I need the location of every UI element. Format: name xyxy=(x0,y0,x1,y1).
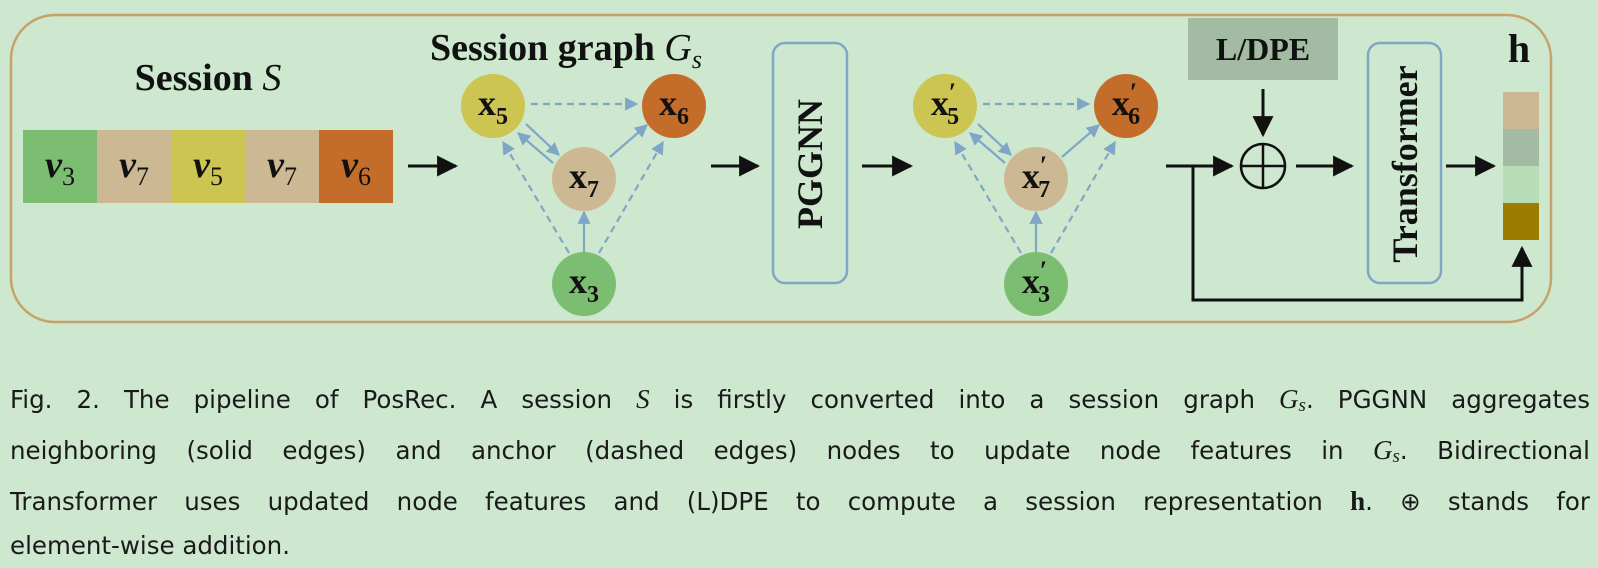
updated-session-graph: x′5 x′6 x′7 x′3 xyxy=(913,74,1158,316)
output-cell-3 xyxy=(1503,166,1539,203)
session-item-5: v6 xyxy=(341,144,371,191)
solid-edge xyxy=(516,132,554,164)
dashed-edge xyxy=(598,140,664,254)
session-cell-4 xyxy=(245,130,319,203)
updated-node-x6-label: x′6 xyxy=(1112,78,1140,130)
graph-node-x5-label: x5 xyxy=(478,83,508,130)
updated-node-x6 xyxy=(1094,74,1158,138)
graph-title: Session graph Gs xyxy=(430,27,702,74)
output-cell-4 xyxy=(1503,203,1539,240)
caption-line-1: Fig. 2. The pipeline of PosRec. A sessio… xyxy=(10,384,1590,416)
graph-node-x3 xyxy=(552,252,616,316)
plus-circle-icon xyxy=(1239,142,1287,190)
session-graph: x5 x6 x7 x3 xyxy=(461,74,706,316)
ldpe-box xyxy=(1188,18,1338,80)
output-vector xyxy=(1503,92,1539,240)
pipeline-frame xyxy=(9,13,1553,324)
transformer-box xyxy=(1366,41,1443,285)
updated-graph-edges xyxy=(954,97,1116,254)
session-item-2: v7 xyxy=(119,144,149,191)
updated-node-x3-label: x′3 xyxy=(1022,256,1050,308)
dashed-edge xyxy=(502,140,570,254)
graph-node-x3-label: x3 xyxy=(569,261,599,308)
session-title-var: S xyxy=(262,57,281,99)
session-cell-1 xyxy=(23,130,97,203)
pipeline-diagram: Session S v3 v7 v5 v7 v6 Session graph G… xyxy=(9,13,1553,324)
updated-node-x3 xyxy=(1004,252,1068,316)
solid-edge xyxy=(968,132,1006,164)
graph-node-x6 xyxy=(642,74,706,138)
dashed-edge xyxy=(1050,140,1116,254)
graph-node-x6-label: x6 xyxy=(659,83,689,130)
graph-node-x7 xyxy=(552,147,616,211)
updated-node-x5-label: x′5 xyxy=(931,78,959,130)
output-label: h xyxy=(1508,26,1530,71)
session-title: Session S xyxy=(135,57,282,99)
graph-edges xyxy=(502,97,664,254)
session-cell-5 xyxy=(319,130,393,203)
session-item-3: v5 xyxy=(193,144,223,191)
output-cell-1 xyxy=(1503,92,1539,129)
session-sequence: v3 v7 v5 v7 v6 xyxy=(23,130,393,203)
solid-edge xyxy=(609,124,648,158)
session-cell-3 xyxy=(171,130,245,203)
graph-title-sub: s xyxy=(692,45,702,74)
pggnn-label: PGGNN xyxy=(790,99,830,229)
updated-node-x7-label: x′7 xyxy=(1022,151,1050,203)
caption-line-2: neighboring (solid edges) and anchor (da… xyxy=(10,435,1590,467)
figure-caption: Fig. 2. The pipeline of PosRec. A sessio… xyxy=(10,377,1590,568)
solid-edge xyxy=(525,123,560,156)
transformer-label: Transformer xyxy=(1385,65,1425,262)
solid-edge xyxy=(977,123,1012,156)
caption-line-4: element-wise addition. xyxy=(10,531,290,560)
session-item-4: v7 xyxy=(267,144,297,191)
solid-edge xyxy=(1061,124,1100,158)
session-item-1: v3 xyxy=(45,144,75,191)
dashed-edge xyxy=(954,140,1022,254)
ldpe-label: L/DPE xyxy=(1216,31,1310,67)
updated-node-x7 xyxy=(1004,147,1068,211)
graph-title-text: Session graph xyxy=(430,27,664,69)
graph-node-x7-label: x7 xyxy=(569,156,599,203)
pggnn-box xyxy=(771,41,849,285)
output-cell-2 xyxy=(1503,129,1539,166)
session-title-text: Session xyxy=(135,57,263,99)
residual-connection xyxy=(1191,166,1533,302)
caption-line-3: Transformer uses updated node features a… xyxy=(10,486,1590,516)
updated-node-x5 xyxy=(913,74,977,138)
graph-node-x5 xyxy=(461,74,525,138)
graph-title-var: G xyxy=(664,27,691,69)
session-cell-2 xyxy=(97,130,171,203)
